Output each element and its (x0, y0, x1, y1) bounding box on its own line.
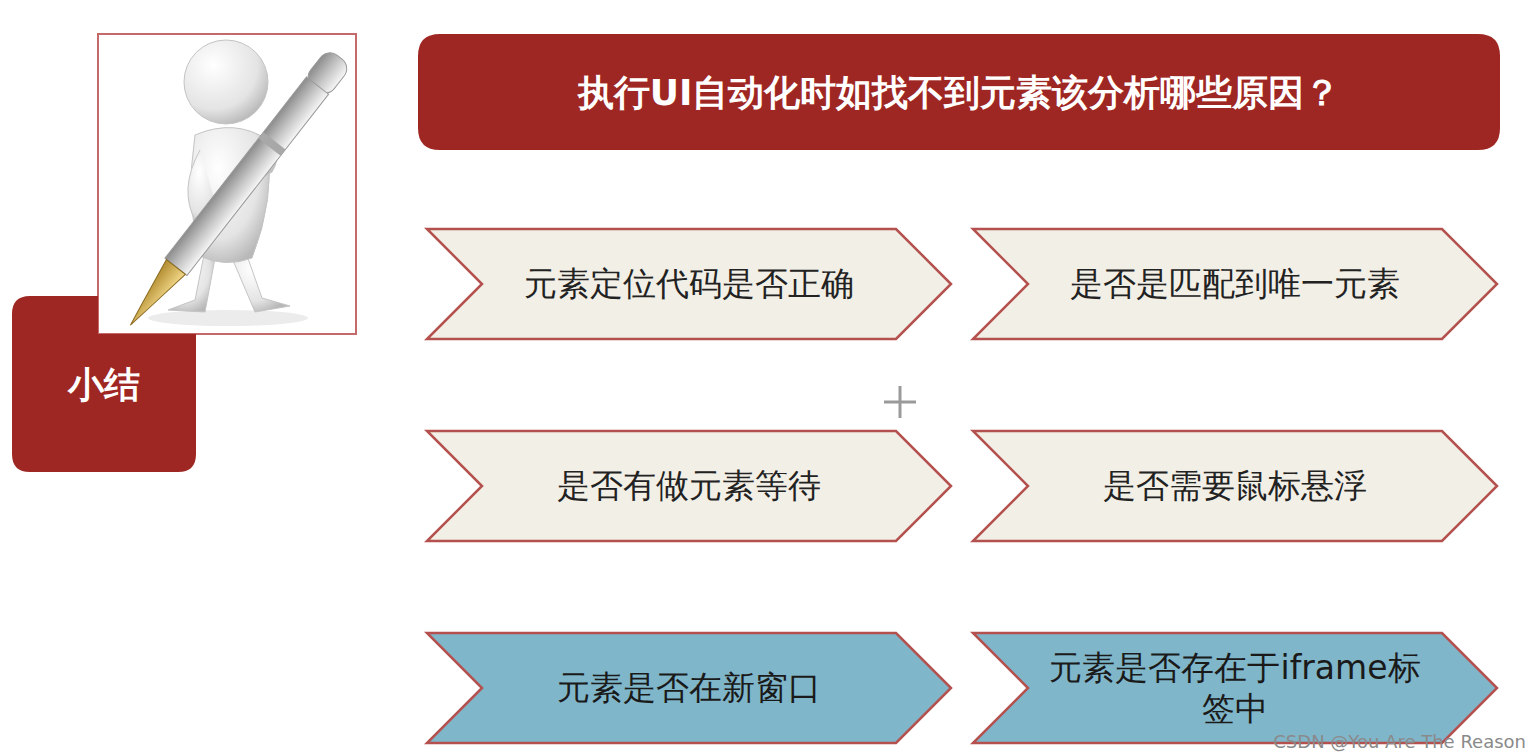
node-text: 元素是否在新窗口 (557, 667, 821, 708)
shape-path (12, 296, 196, 472)
shape-path (427, 431, 951, 541)
node-text: 元素定位代码是否正确 (524, 263, 854, 304)
title-banner: 执行UI自动化时如找不到元素该分析哪些原因？ (418, 34, 1500, 150)
shape-path (973, 229, 1497, 339)
node-text: 元素是否存在于iframe标签中 (1036, 647, 1434, 730)
shape-path (973, 431, 1497, 541)
shape-path (427, 633, 951, 743)
reason-chevron: 是否需要鼠标悬浮 (972, 430, 1498, 542)
shape-path (418, 34, 1500, 150)
shape-path (427, 229, 951, 339)
reason-chevron: 元素是否在新窗口 (426, 632, 952, 744)
reason-chevron: 元素定位代码是否正确 (426, 228, 952, 340)
section-tag: 小结 (12, 296, 196, 472)
pen (119, 48, 352, 334)
reason-chevron: 是否有做元素等待 (426, 430, 952, 542)
reason-chevron: 是否是匹配到唯一元素 (972, 228, 1498, 340)
plus-sign (884, 386, 916, 418)
watermark: CSDN @You Are The Reason (1273, 731, 1526, 752)
node-text: 是否是匹配到唯一元素 (1070, 263, 1400, 304)
node-text: 是否有做元素等待 (557, 465, 821, 506)
picture-frame (98, 34, 356, 334)
node-text: 执行UI自动化时如找不到元素该分析哪些原因？ (578, 70, 1341, 115)
node-text: 是否需要鼠标悬浮 (1103, 465, 1367, 506)
reason-chevron: 元素是否存在于iframe标签中 (972, 632, 1498, 744)
node-text: 小结 (68, 362, 140, 407)
shape-path (973, 633, 1497, 743)
